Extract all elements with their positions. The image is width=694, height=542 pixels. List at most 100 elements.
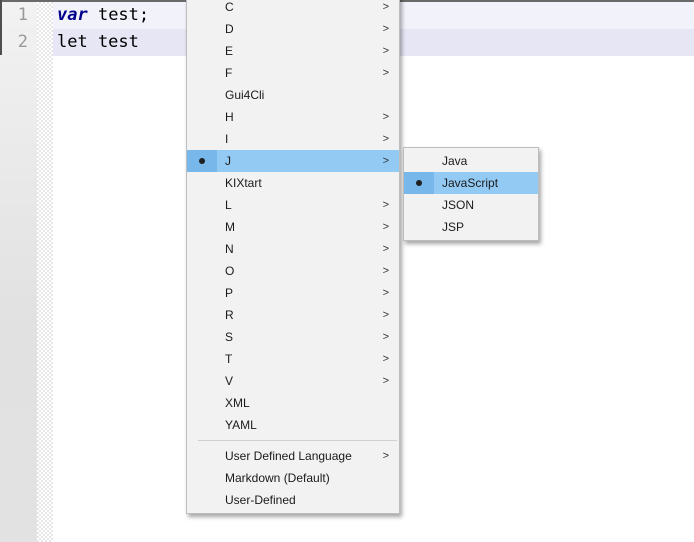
menu-item-label: Markdown (Default)	[225, 471, 330, 485]
submenu-arrow-icon: >	[382, 331, 389, 343]
menu-gutter	[187, 326, 217, 348]
menu-item-label: S	[225, 330, 234, 344]
menu-item-label: R	[225, 308, 234, 322]
menu-gutter	[187, 238, 217, 260]
menu-gutter	[187, 216, 217, 238]
submenu-arrow-icon: >	[382, 133, 389, 145]
language-menu-item-d[interactable]: D>	[187, 18, 399, 40]
language-menu-item-f[interactable]: F>	[187, 62, 399, 84]
language-menu-item-v[interactable]: V>	[187, 370, 399, 392]
code-token: test;	[87, 5, 150, 25]
language-menu-item-m[interactable]: M>	[187, 216, 399, 238]
language-menu-item-p[interactable]: P>	[187, 282, 399, 304]
menu-gutter	[187, 18, 217, 40]
menu-item-label: JavaScript	[442, 176, 499, 190]
menu-gutter	[187, 467, 217, 489]
language-menu-item-kixtart[interactable]: KIXtart	[187, 172, 399, 194]
menu-gutter	[187, 260, 217, 282]
submenu-arrow-icon: >	[382, 199, 389, 211]
menu-item-label: O	[225, 264, 235, 278]
menu-gutter	[187, 0, 217, 18]
j-submenu-item-java[interactable]: Java	[404, 150, 538, 172]
language-menu-item-xml[interactable]: XML	[187, 392, 399, 414]
submenu-arrow-icon: >	[382, 111, 389, 123]
menu-item-label: KIXtart	[225, 176, 262, 190]
menu-gutter	[187, 348, 217, 370]
line-number-1: 1	[17, 5, 28, 25]
code-token: let test	[57, 32, 139, 52]
menu-item-label: JSP	[442, 220, 465, 234]
language-menu-item-s[interactable]: S>	[187, 326, 399, 348]
line-number-margin: 1 2	[0, 2, 37, 542]
checked-gutter	[187, 150, 217, 172]
menu-gutter	[404, 150, 434, 172]
menu-item-label: F	[225, 66, 233, 80]
menu-item-label: N	[225, 242, 234, 256]
menu-item-label: Gui4Cli	[225, 88, 265, 102]
language-menu-item-i[interactable]: I>	[187, 128, 399, 150]
language-menu-item-e[interactable]: E>	[187, 40, 399, 62]
menu-item-label: Java	[442, 154, 468, 168]
submenu-arrow-icon: >	[382, 221, 389, 233]
submenu-arrow-icon: >	[382, 353, 389, 365]
radio-bullet-icon	[199, 158, 205, 164]
j-submenu-item-json[interactable]: JSON	[404, 194, 538, 216]
language-menu-item-j[interactable]: J>	[187, 150, 399, 172]
menu-gutter	[187, 370, 217, 392]
menu-item-label: XML	[225, 396, 250, 410]
submenu-arrow-icon: >	[382, 309, 389, 321]
language-menu-item-markdown-default[interactable]: Markdown (Default)	[187, 467, 399, 489]
submenu-arrow-icon: >	[382, 67, 389, 79]
submenu-arrow-icon: >	[382, 1, 389, 13]
j-submenu-item-javascript[interactable]: JavaScript	[404, 172, 538, 194]
menu-item-label: V	[225, 374, 234, 388]
menu-item-label: J	[225, 154, 231, 168]
menu-gutter	[404, 194, 434, 216]
menu-item-label: L	[225, 198, 232, 212]
submenu-arrow-icon: >	[382, 155, 389, 167]
menu-item-label: User-Defined	[225, 493, 296, 507]
language-menu-item-o[interactable]: O>	[187, 260, 399, 282]
submenu-arrow-icon: >	[382, 287, 389, 299]
menu-gutter	[187, 282, 217, 304]
submenu-arrow-icon: >	[382, 375, 389, 387]
menu-gutter	[187, 392, 217, 414]
menu-item-label: C	[225, 0, 234, 14]
menu-gutter	[187, 489, 217, 511]
window-left-edge	[0, 0, 2, 55]
menu-item-label: M	[225, 220, 235, 234]
language-menu-separator	[187, 436, 399, 445]
bookmark-margin[interactable]	[37, 2, 53, 542]
language-menu-item-n[interactable]: N>	[187, 238, 399, 260]
language-menu-item-l[interactable]: L>	[187, 194, 399, 216]
menu-item-label: User Defined Language	[225, 449, 352, 463]
language-menu-item-t[interactable]: T>	[187, 348, 399, 370]
menu-item-label: D	[225, 22, 234, 36]
language-menu-item-h[interactable]: H>	[187, 106, 399, 128]
language-menu-item-gui4cli[interactable]: Gui4Cli	[187, 84, 399, 106]
menu-gutter	[187, 172, 217, 194]
submenu-arrow-icon: >	[382, 45, 389, 57]
j-submenu-item-jsp[interactable]: JSP	[404, 216, 538, 238]
menu-item-label: YAML	[225, 418, 257, 432]
menu-gutter	[187, 445, 217, 467]
menu-item-label: JSON	[442, 198, 475, 212]
submenu-arrow-icon: >	[382, 450, 389, 462]
menu-gutter	[187, 194, 217, 216]
menu-item-label: H	[225, 110, 234, 124]
menu-gutter	[187, 106, 217, 128]
language-menu-item-c[interactable]: C>	[187, 0, 399, 18]
language-menu-item-user-defined-language[interactable]: User Defined Language >	[187, 445, 399, 467]
menu-gutter	[187, 304, 217, 326]
menu-gutter	[404, 216, 434, 238]
language-menu-item-yaml[interactable]: YAML	[187, 414, 399, 436]
separator-line	[198, 440, 397, 441]
language-menu-item-user-defined[interactable]: User-Defined	[187, 489, 399, 511]
menu-item-label: E	[225, 44, 234, 58]
menu-gutter	[187, 128, 217, 150]
checked-gutter	[404, 172, 434, 194]
language-menu-item-r[interactable]: R>	[187, 304, 399, 326]
menu-gutter	[187, 62, 217, 84]
